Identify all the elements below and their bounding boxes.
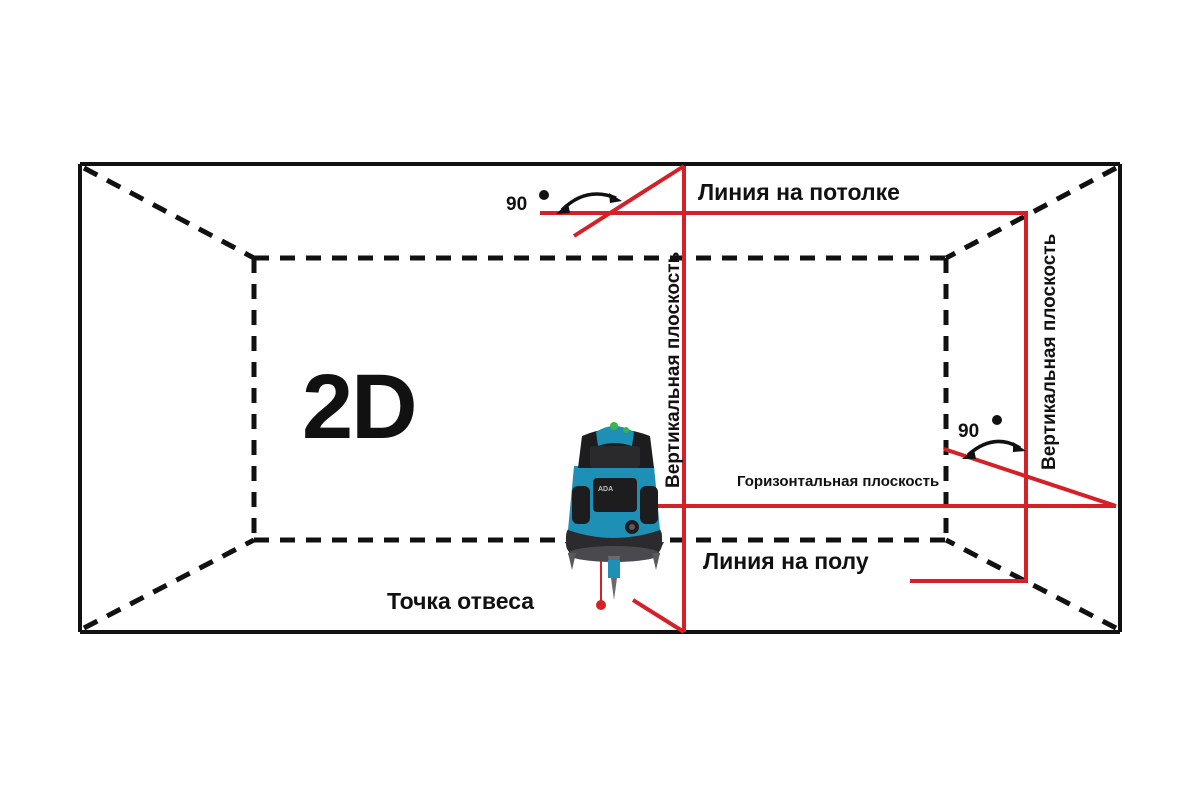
vertical-plane-left-label: Вертикальная плоскость — [663, 252, 684, 488]
angle-arrow-right-icon — [962, 439, 1026, 459]
angle-label-right: 90 — [958, 421, 979, 442]
device-brand-text: ADA — [598, 486, 613, 493]
angle-label-top: 90 — [506, 194, 527, 215]
degree-icon-right — [992, 415, 1002, 425]
plumb-point-dot — [596, 600, 606, 610]
ceiling-line-label: Линия на потолке — [698, 179, 900, 205]
plumb-point-label: Точка отвеса — [387, 588, 534, 614]
corner-edge-bottom-right — [944, 537, 1118, 631]
corner-edge-top-right — [944, 165, 1118, 261]
laser-level-device-icon: ADA — [565, 422, 664, 600]
laser-floor-diagonal — [631, 598, 686, 634]
angle-arrow-top-icon — [556, 192, 622, 214]
laser-lines — [540, 164, 1117, 634]
floor-line-label: Линия на полу — [703, 548, 869, 574]
laser-ceiling-diagonal — [572, 164, 686, 238]
degree-icon-top — [539, 190, 549, 200]
corner-edge-bottom-left — [82, 537, 256, 631]
corner-edge-top-left — [82, 165, 256, 261]
mode-label-2d: 2D — [302, 356, 416, 458]
horizontal-plane-label: Горизонтальная плоскость — [737, 473, 939, 490]
vertical-plane-right-label: Вертикальная плоскость — [1039, 234, 1060, 470]
room-frame — [78, 162, 1122, 634]
